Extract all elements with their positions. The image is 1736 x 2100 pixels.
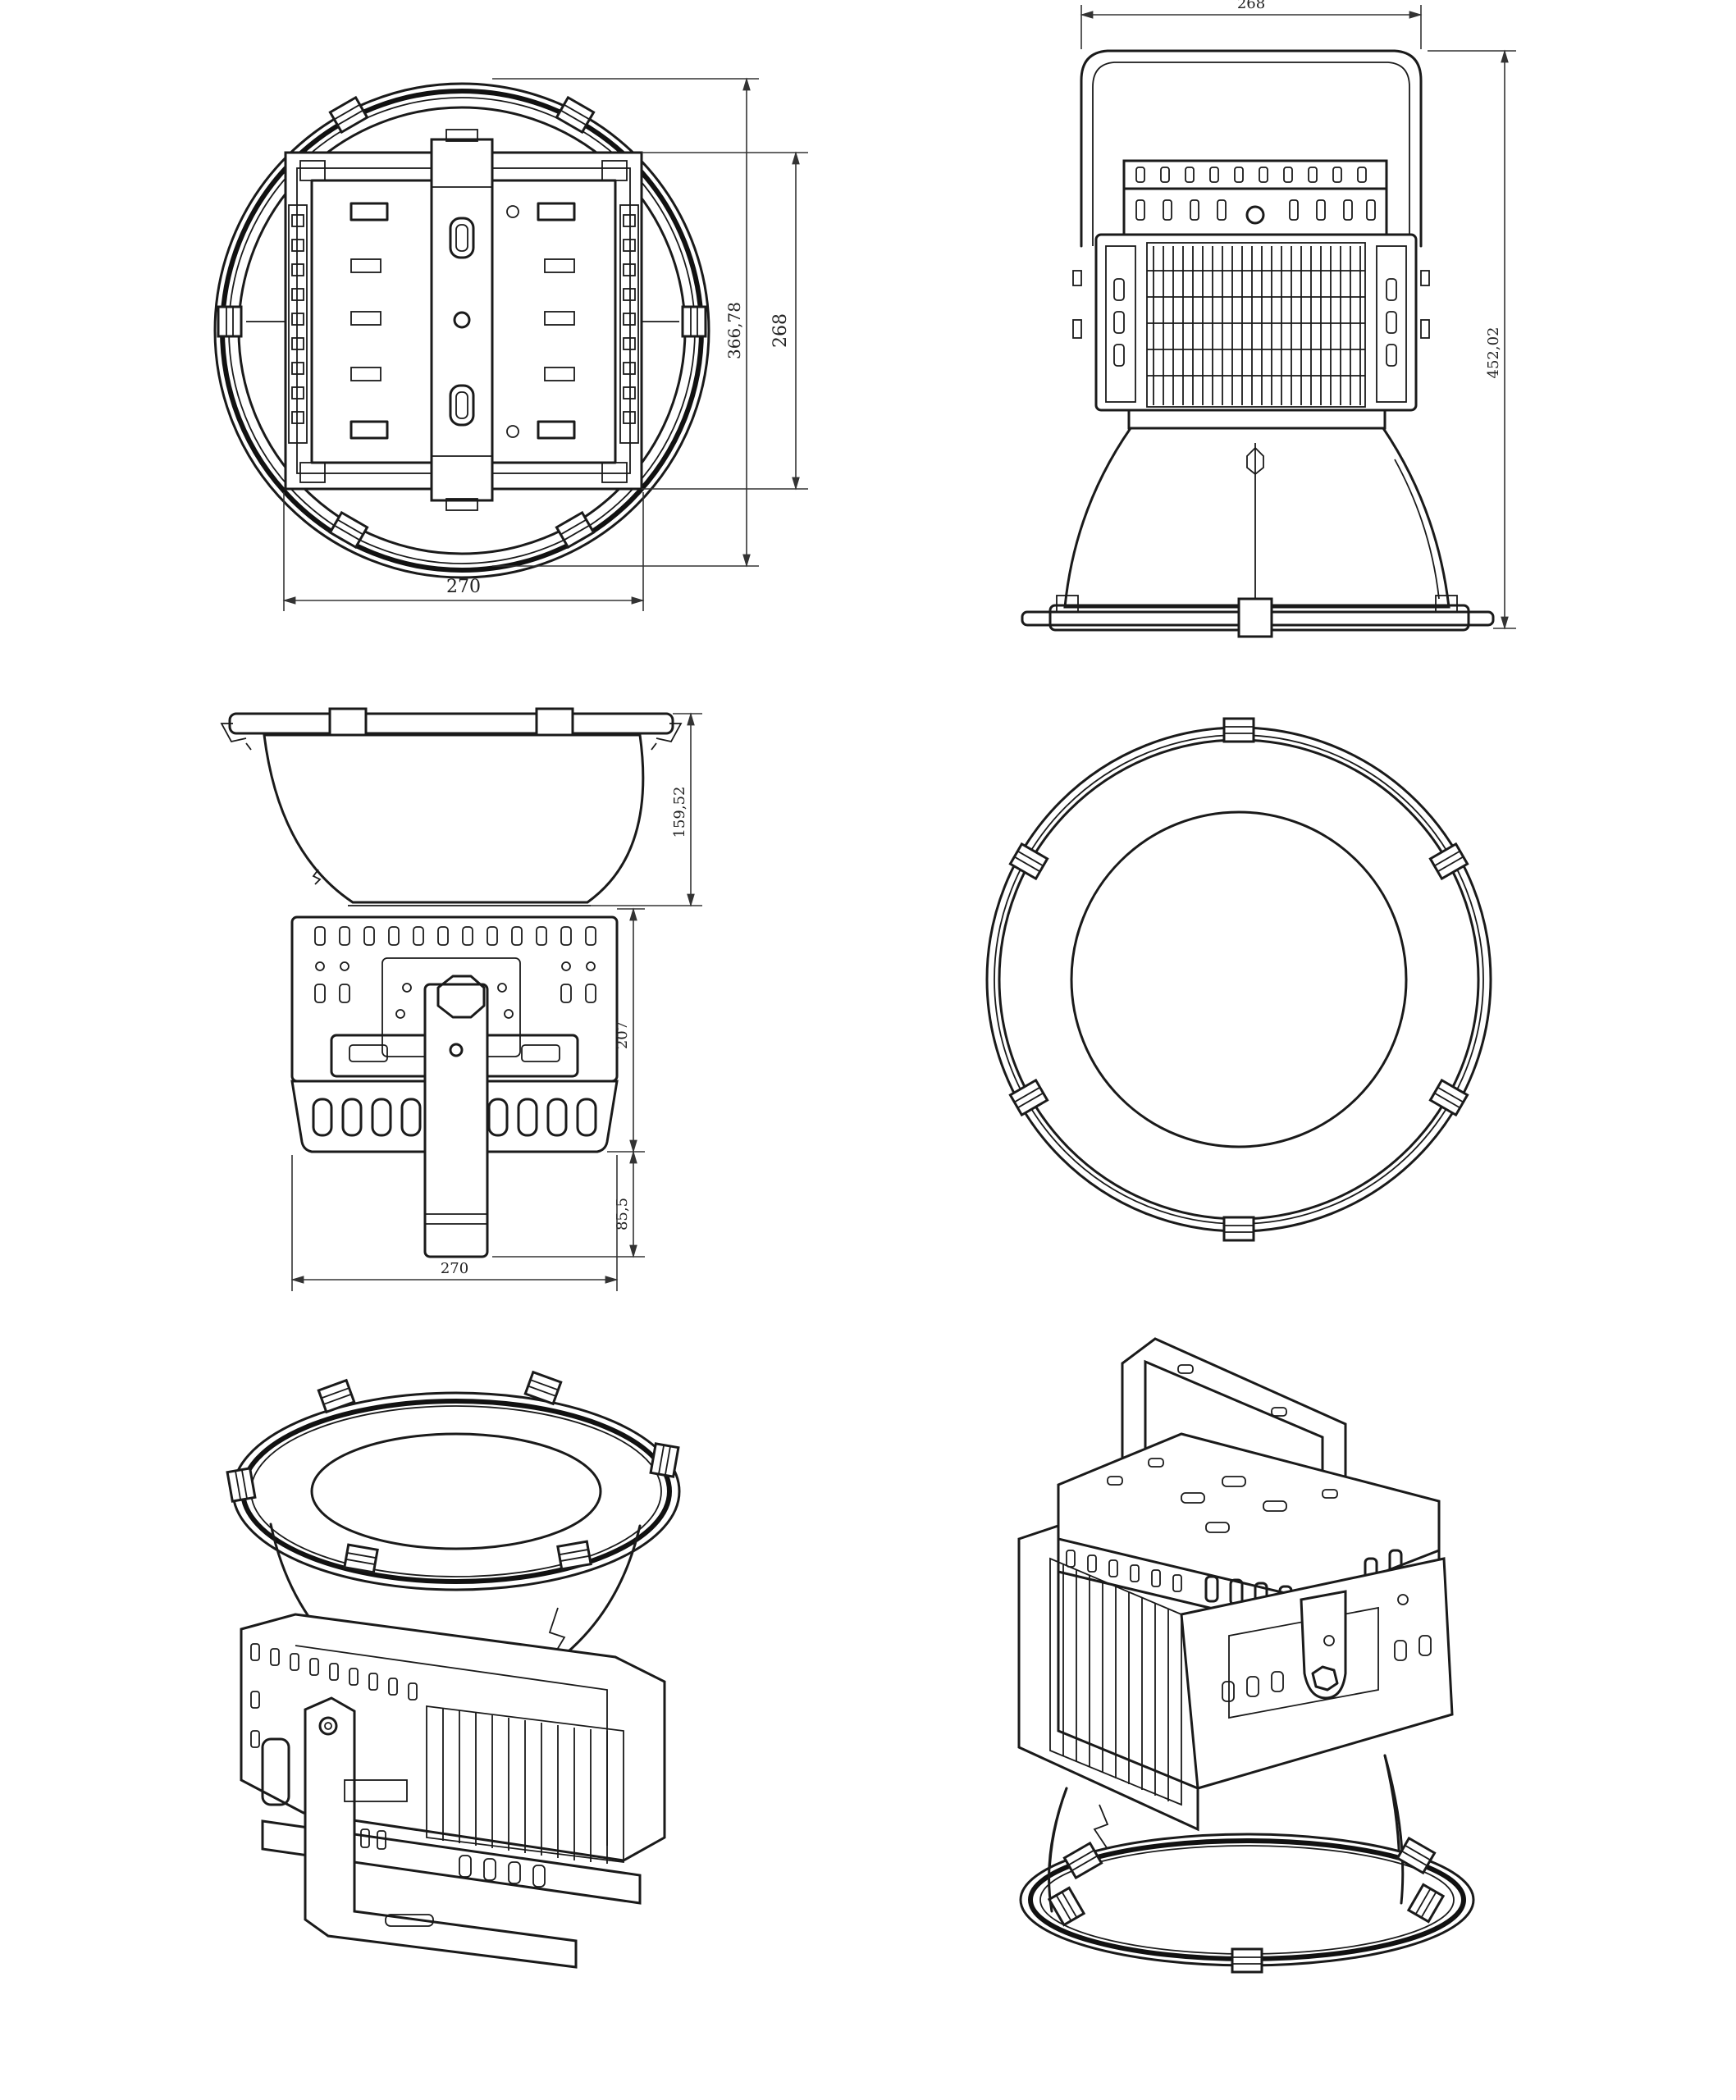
dim-front-width: 268 [1237, 0, 1265, 12]
front-view-fins [1146, 242, 1366, 408]
dim-top-height-outer: 366,78 [724, 302, 744, 359]
isometric-view-bracket-up [1017, 1337, 1475, 1974]
dim-side-bracket-height: 85,5 [614, 1198, 631, 1230]
top-view: 270 366,78 268 [213, 77, 808, 611]
isometric-view-reflector-up [226, 1371, 681, 1969]
top-view-right-fins [619, 204, 639, 444]
dim-side-body-height: 207 [614, 1021, 631, 1049]
dim-side-reflector-height: 159,52 [671, 787, 688, 838]
bottom-view [985, 717, 1492, 1242]
dim-top-height-inner: 268 [770, 313, 791, 348]
top-view-face-slots [349, 202, 576, 440]
side-view-top-slots [314, 926, 596, 1003]
front-view: 268 452,02 [1021, 0, 1516, 638]
dim-top-width: 270 [446, 577, 481, 597]
iso2-fins [1062, 1564, 1169, 1801]
side-view-fin-slots [312, 1098, 597, 1137]
iso1-left-slots [250, 1643, 418, 1748]
dim-front-height: 452,02 [1485, 327, 1502, 379]
dim-side-width: 270 [441, 1260, 468, 1277]
iso1-fins [426, 1705, 624, 1864]
side-view: 159,52 207 85,5 270 [220, 707, 702, 1291]
top-view-left-fins [288, 204, 308, 444]
